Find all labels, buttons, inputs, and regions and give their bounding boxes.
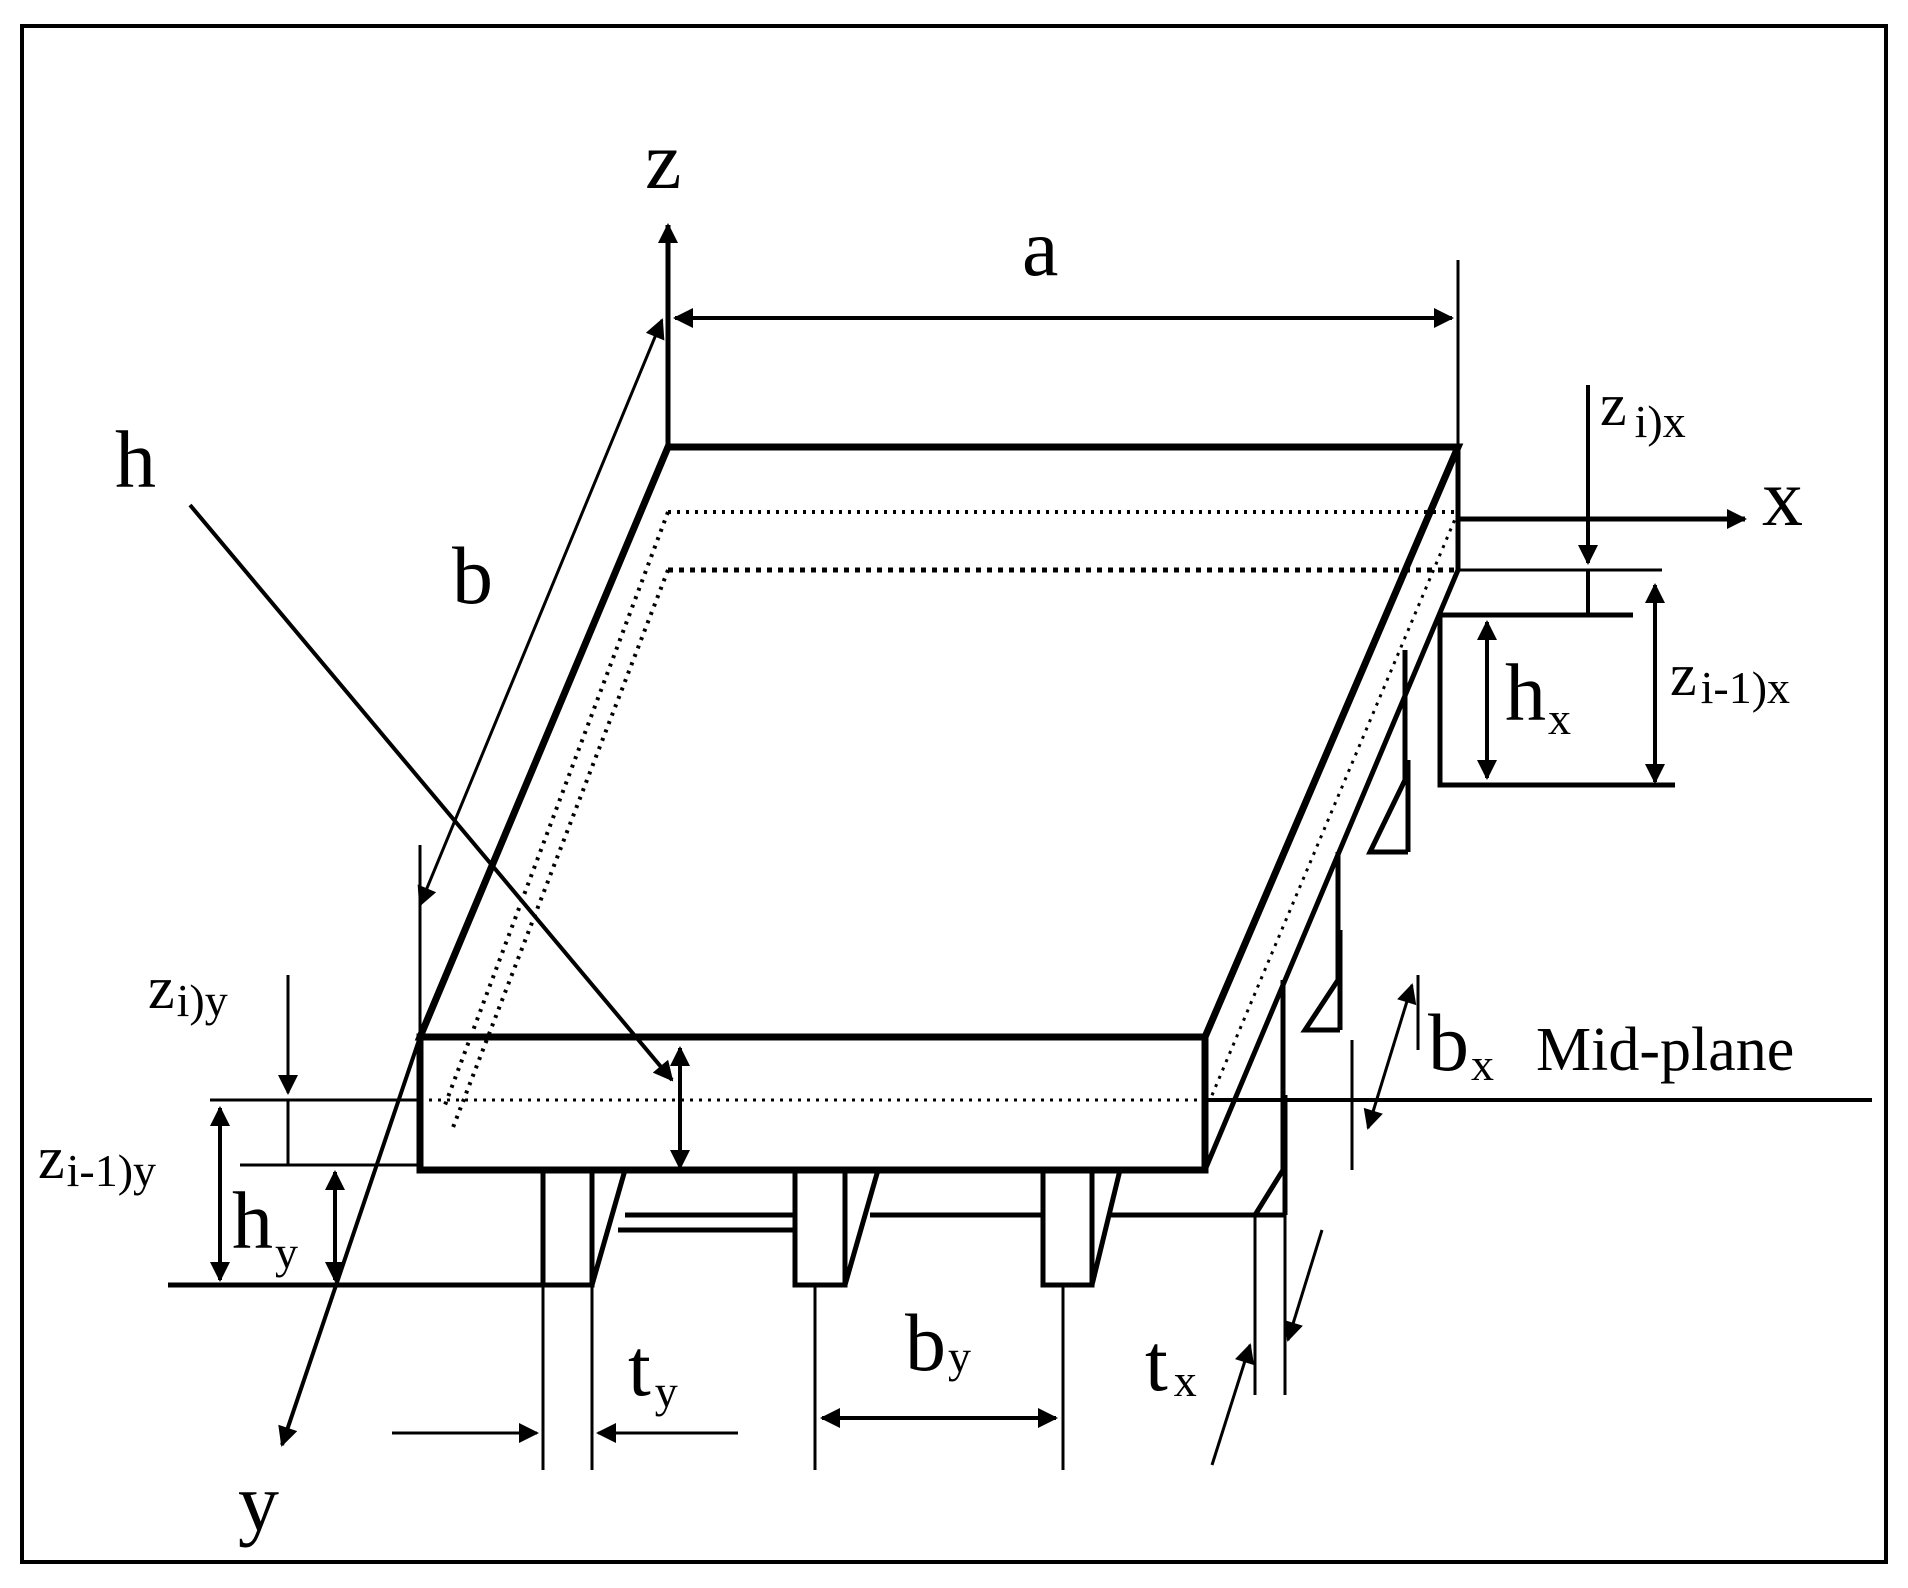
x-stiffeners <box>1250 612 1675 1218</box>
label-zi1x: zi-1)x <box>1670 642 1790 713</box>
tx-arrow-1 <box>1210 1343 1255 1466</box>
label-by: by <box>905 1297 971 1388</box>
label-y-axis: y <box>238 1457 279 1548</box>
label-ziy: zi)y <box>148 955 228 1026</box>
outer-frame <box>20 24 1888 1564</box>
label-hy: hy <box>232 1175 298 1278</box>
dotted-left-line-2 <box>450 569 670 1131</box>
y-axis <box>278 1036 422 1447</box>
plate-top-face <box>414 443 1464 1041</box>
label-x-axis: x <box>1762 452 1803 543</box>
tx-arrow-2 <box>1283 1229 1324 1342</box>
dotted-right-line <box>1208 511 1460 1101</box>
label-z-axis: z <box>645 115 681 206</box>
plate-right-side-bottom-edge <box>1202 569 1461 1171</box>
label-ty: ty <box>628 1322 678 1417</box>
label-h: h <box>115 414 156 505</box>
y-stiffeners <box>540 1169 1255 1288</box>
label-zi1y: zi-1)y <box>38 1125 156 1196</box>
h-leader <box>188 503 674 1082</box>
bx-arrow <box>1363 983 1417 1130</box>
label-a: a <box>1022 202 1058 293</box>
plate-front-face <box>416 1033 1209 1174</box>
label-bx: bx <box>1428 997 1494 1090</box>
label-b: b <box>452 530 493 621</box>
dim-b-arrow <box>417 318 665 907</box>
label-hx: hx <box>1505 647 1571 744</box>
label-mid-plane: Mid-plane <box>1536 1016 1794 1084</box>
